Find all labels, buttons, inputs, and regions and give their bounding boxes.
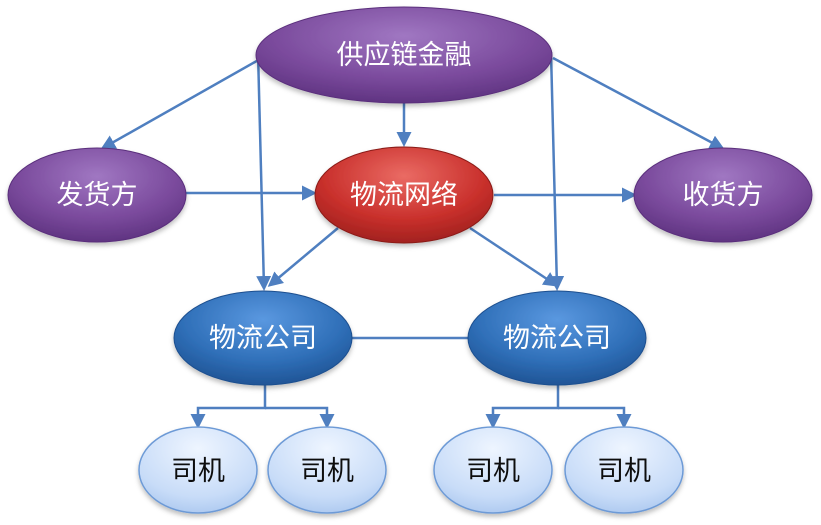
arrow-finance-to-company-left [256, 51, 272, 291]
bracket-company-left-drivers [190, 385, 267, 429]
arrow-network-to-company-right [469, 226, 559, 287]
node-driver-4: 司机 [564, 426, 684, 514]
arrow-finance-to-shipper [100, 56, 263, 150]
node-driver-2-label: 司机 [300, 456, 354, 487]
node-shipper-label: 发货方 [57, 180, 138, 211]
node-driver-1-label: 司机 [171, 456, 225, 487]
node-finance-label: 供应链金融 [337, 40, 472, 71]
node-finance: 供应链金融 [255, 6, 553, 104]
node-driver-1: 司机 [138, 426, 258, 514]
node-company-left-label: 物流公司 [209, 323, 317, 354]
arrow-finance-to-company-right [549, 51, 565, 291]
node-driver-3: 司机 [433, 426, 553, 514]
arrow-network-to-company-left [267, 227, 339, 287]
node-company-left: 物流公司 [173, 290, 353, 386]
node-driver-4-label: 司机 [597, 456, 651, 487]
bracket-company-left-drivers-2 [265, 406, 335, 429]
connectors [100, 51, 725, 429]
node-shipper: 发货方 [7, 147, 187, 243]
node-company-right-label: 物流公司 [503, 323, 611, 354]
bracket-company-right-drivers [485, 385, 560, 429]
node-receiver-label: 收货方 [683, 180, 764, 211]
node-driver-2: 司机 [267, 426, 387, 514]
bracket-company-right-drivers-2 [558, 406, 632, 429]
node-network-label: 物流网络 [350, 180, 458, 211]
node-receiver: 收货方 [633, 147, 813, 243]
arrow-finance-to-receiver [552, 56, 725, 150]
node-driver-3-label: 司机 [466, 456, 520, 487]
node-company-right: 物流公司 [467, 290, 647, 386]
node-network: 物流网络 [314, 146, 494, 244]
